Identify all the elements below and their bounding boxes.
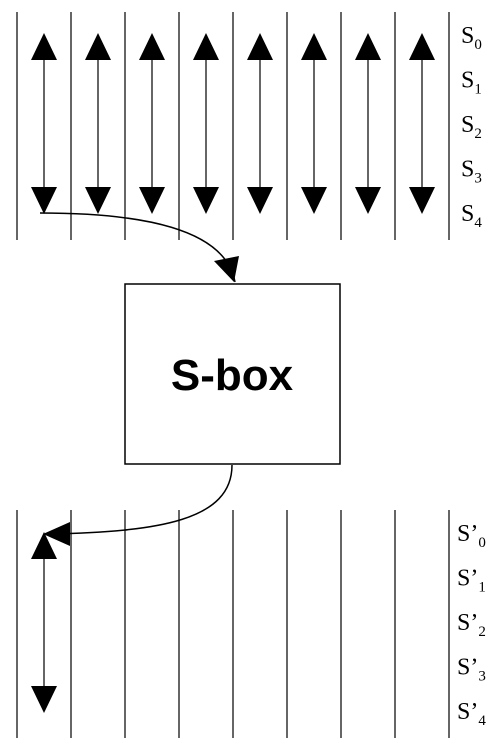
top-column-lines [16, 12, 450, 240]
top-double-arrow-2-head-up [139, 33, 165, 60]
bottom-state-label-4-sub: 4 [478, 713, 486, 729]
top-double-arrow-1-head-up [85, 33, 111, 60]
top-state-label-1-sub: 1 [474, 82, 482, 98]
bottom-state-label-4-base: S’ [457, 699, 478, 725]
curved-arrow-into-sbox [39, 212, 236, 283]
top-double-arrow-7-head-up [409, 33, 435, 60]
top-double-arrow-7-head-down [409, 187, 435, 214]
bottom-state-label-2-sub: 2 [478, 624, 486, 640]
top-state-label-0-sub: 0 [474, 37, 482, 53]
arrowhead-into-sbox [214, 256, 239, 282]
top-state-label-0-base: S [461, 23, 474, 49]
bottom-state-label-0-sub: 0 [478, 535, 486, 551]
sbox-box [124, 283, 341, 465]
bottom-column-lines [16, 510, 450, 738]
top-double-arrow-1-head-down [85, 187, 111, 214]
sbox-label: S-box [171, 351, 294, 400]
bottom-state-label-2-base: S’ [457, 610, 478, 636]
top-state-label-4-base: S [461, 201, 474, 227]
top-state-label-3-base: S [461, 157, 474, 183]
top-double-arrow-5-head-down [301, 187, 327, 214]
top-double-arrow-5-head-up [301, 33, 327, 60]
bottom-column-arrows [31, 532, 57, 713]
top-double-arrow-3-head-up [193, 33, 219, 60]
top-column-arrows [31, 33, 435, 214]
top-double-arrow-4-head-down [247, 187, 273, 214]
top-double-arrow-4-head-up [247, 33, 273, 60]
top-double-arrow-3-head-down [193, 187, 219, 214]
top-state-label-2-base: S [461, 112, 474, 138]
bottom-state-label-3-sub: 3 [478, 669, 486, 685]
top-state-label-4-sub: 4 [474, 215, 482, 231]
top-double-arrow-0-head-down [31, 187, 57, 214]
bottom-state-label-0-base: S’ [457, 521, 478, 547]
curved-arrow-out-of-sbox [47, 464, 233, 535]
top-state-label-1-base: S [461, 68, 474, 94]
top-state-label-2-sub: 2 [474, 126, 482, 142]
top-double-arrow-6-head-up [355, 33, 381, 60]
bottom-state-label-1-base: S’ [457, 566, 478, 592]
bottom-state-label-3-base: S’ [457, 655, 478, 681]
top-state-label-3-sub: 3 [474, 171, 482, 187]
top-double-arrow-0-head-up [31, 33, 57, 60]
arrowhead-out-of-sbox [43, 522, 70, 546]
top-double-arrow-2-head-down [139, 187, 165, 214]
bottom-double-arrow-0-head-up [31, 532, 57, 559]
top-double-arrow-6-head-down [355, 187, 381, 214]
bottom-state-label-1-sub: 1 [478, 580, 486, 596]
bottom-double-arrow-0-head-down [31, 686, 57, 713]
